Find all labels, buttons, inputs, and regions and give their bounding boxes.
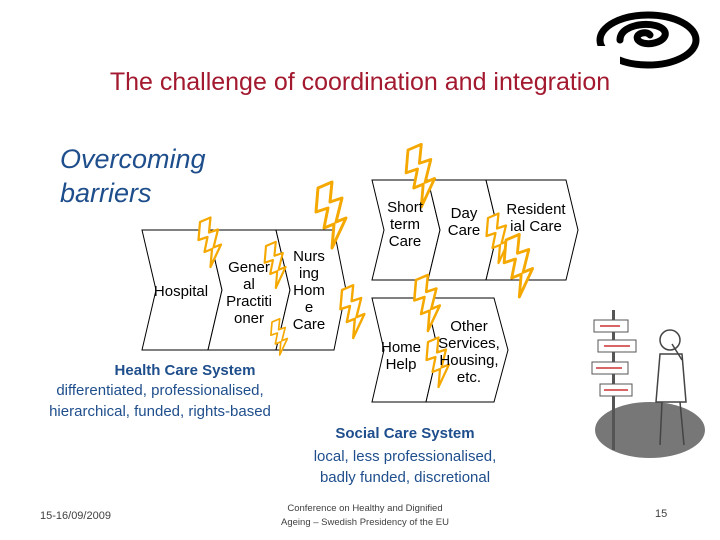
lightning-icon [339, 284, 366, 340]
chevron-label-hospital: Hospital [153, 283, 209, 300]
logo-swirl-icon [590, 11, 700, 70]
chevron-label-day-care: Day Care [447, 205, 481, 239]
health-system-description: differentiated, professionalised, hierar… [49, 382, 271, 420]
chevron-label-residential-care: Resident ial Care [506, 201, 566, 235]
chevron-label-home-help: Home Help [380, 339, 421, 373]
chevron-label-other-services: Other Services, Housing, etc. [438, 318, 500, 386]
chevron-label-general-practitioner: Gener al Practiti oner [226, 259, 272, 327]
signpost-figure-icon [591, 310, 705, 458]
page-title: The challenge of coordination and integr… [109, 68, 611, 96]
page-number: 15 [655, 508, 668, 520]
chevron-label-short-term-care: Short term Care [387, 199, 423, 250]
footer-date: 15-16/09/2009 [40, 510, 111, 522]
social-system-title: Social Care System [335, 425, 475, 442]
subtitle: Overcoming barriers [60, 144, 206, 208]
footer-conference: Conference on Healthy and Dignified Agei… [281, 503, 449, 528]
social-system-description: local, less professionalised, badly fund… [313, 448, 497, 486]
health-system-title: Health Care System [114, 362, 256, 379]
chevron-label-nursing-home: Nurs ing Hom e Care [292, 248, 326, 333]
